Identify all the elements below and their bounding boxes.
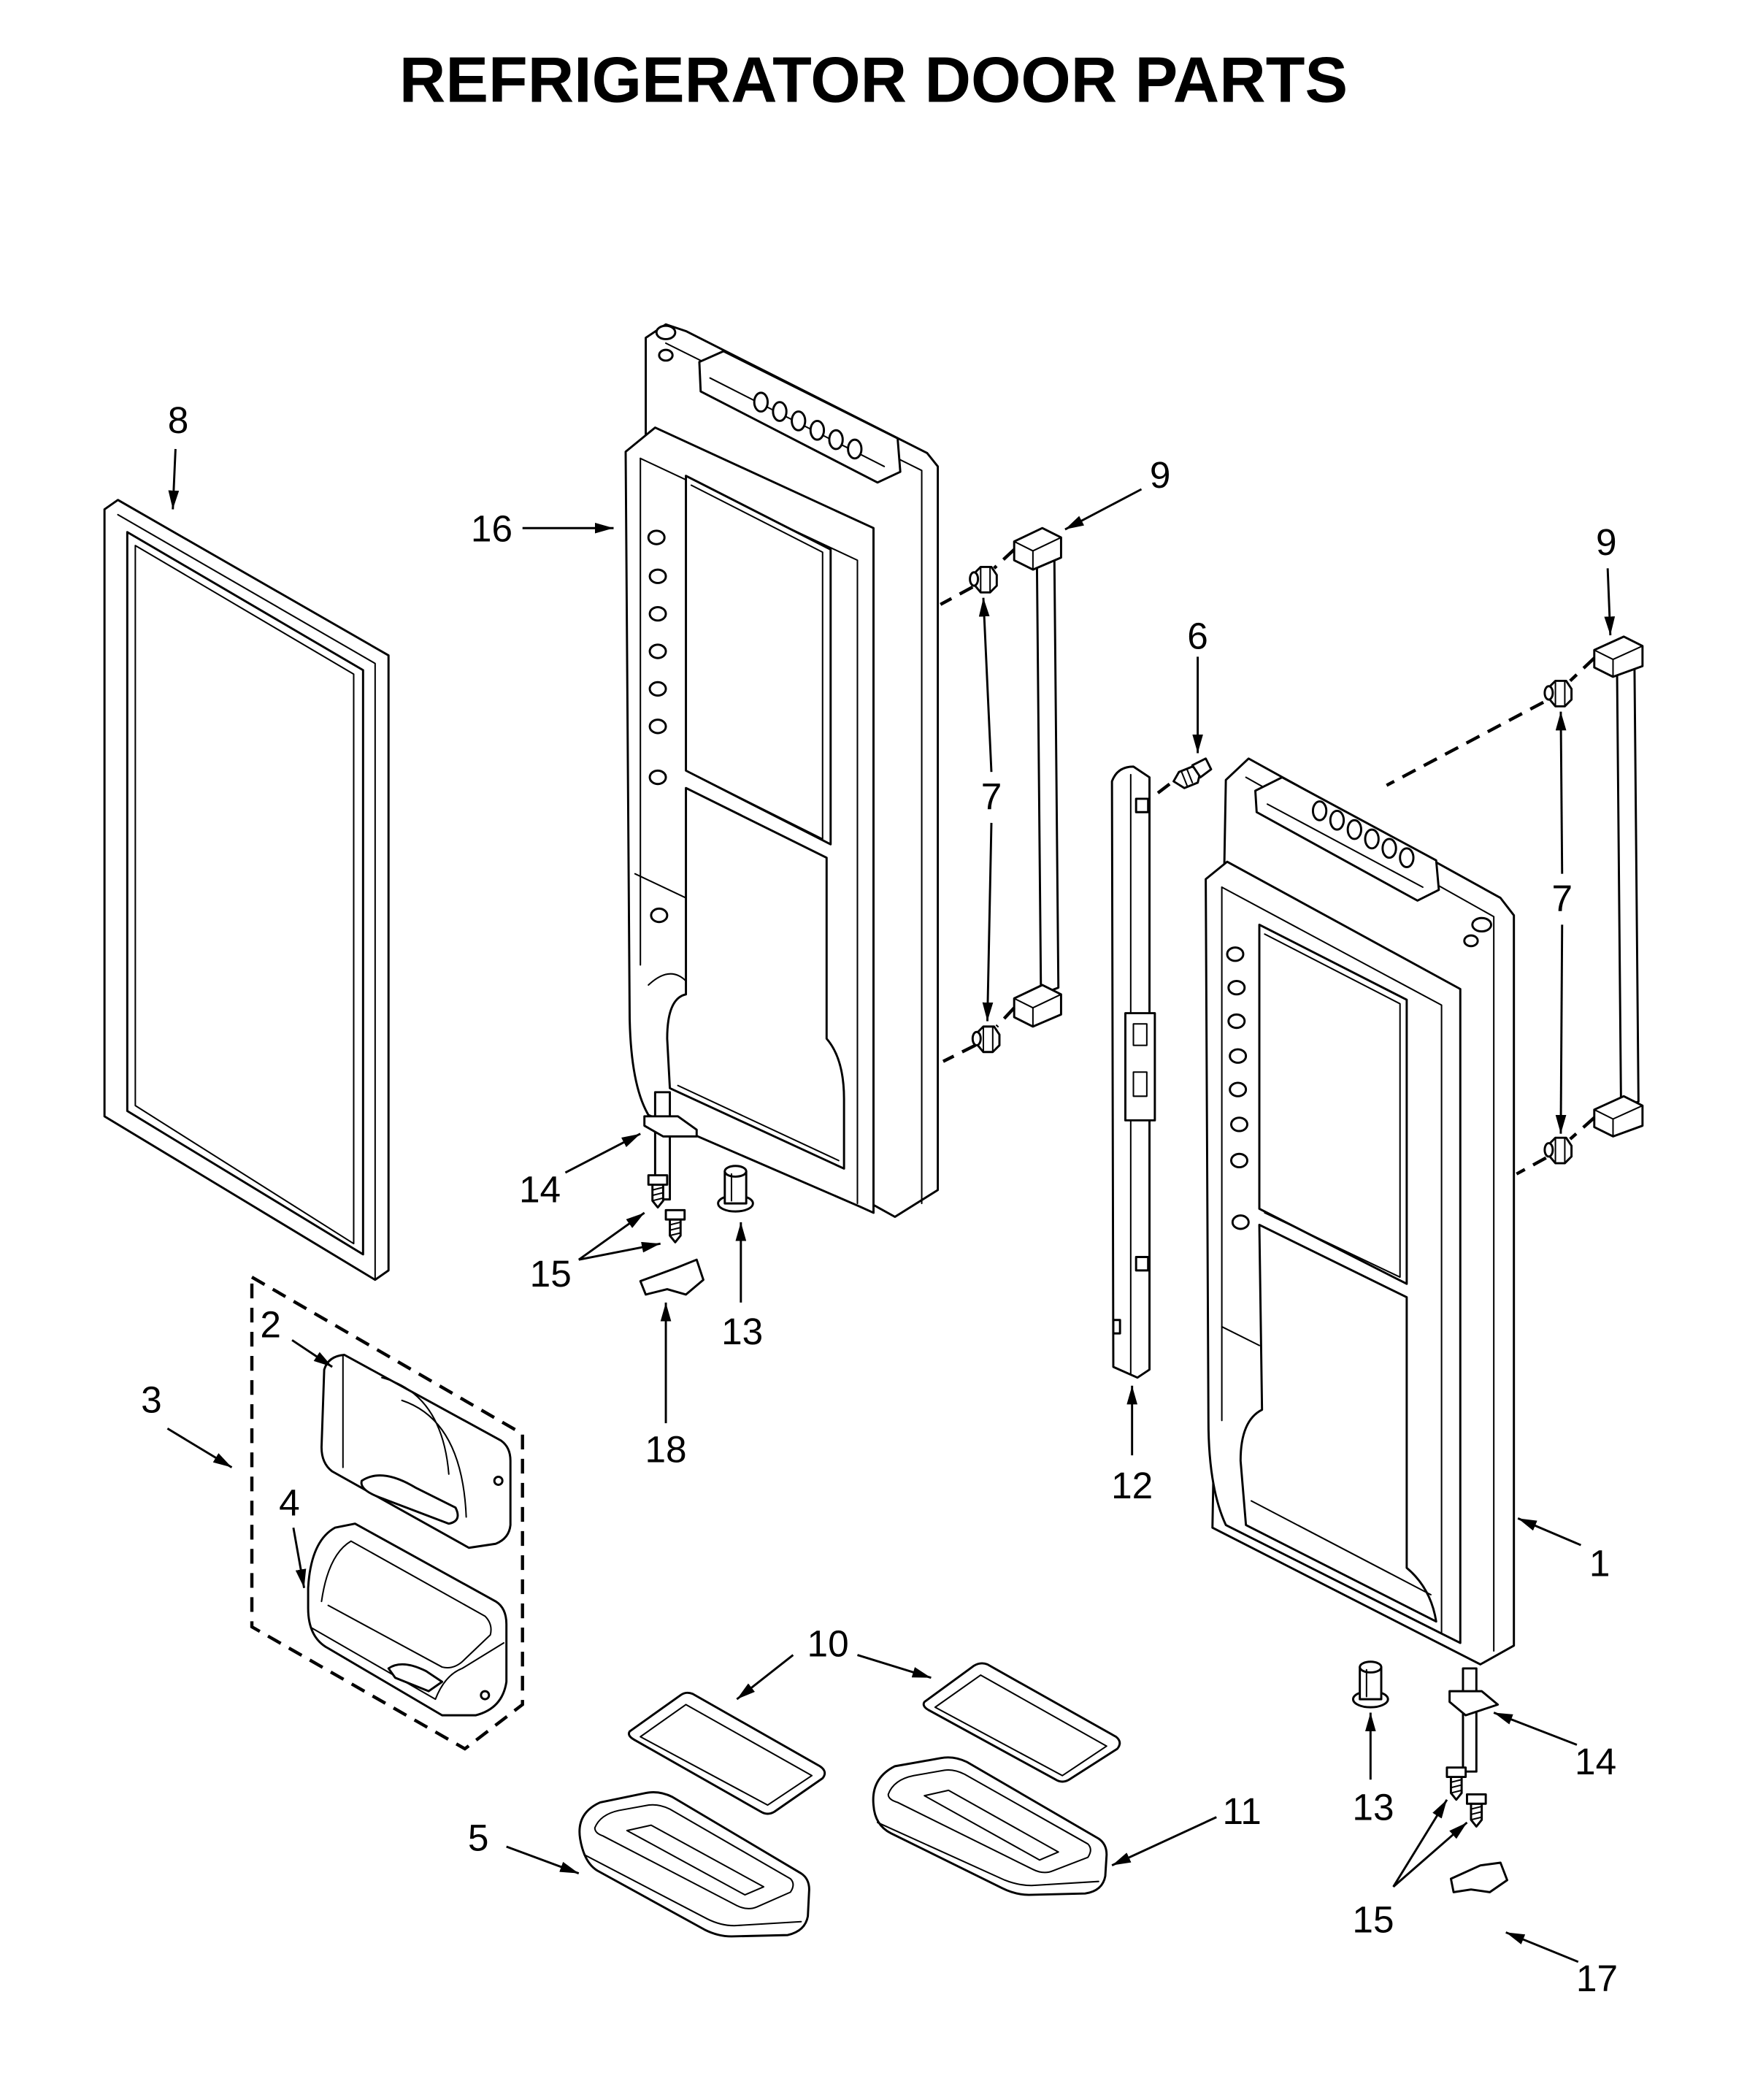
callout-7: 7 <box>981 775 1002 818</box>
leader-arrow <box>1505 1931 1579 1963</box>
callout-6: 6 <box>1187 614 1208 656</box>
alignment-line <box>1569 656 1596 683</box>
handle-mounting-stud <box>1543 679 1573 708</box>
callout-14: 14 <box>1575 1740 1616 1782</box>
alignment-line <box>1569 1116 1596 1141</box>
leader-arrow <box>564 1133 641 1174</box>
door-bin-lid <box>628 1691 826 1815</box>
hinge-screw <box>1445 1766 1467 1801</box>
hinge-cover <box>639 1258 704 1296</box>
callout-4: 4 <box>279 1482 300 1524</box>
left-door-handle <box>1013 526 1062 1028</box>
callout-10: 10 <box>807 1622 849 1664</box>
right-door-handle <box>1593 635 1644 1138</box>
handle-mounting-stud <box>1543 1136 1573 1165</box>
leader-arrow <box>1604 568 1616 636</box>
left-door <box>624 323 940 1218</box>
callout-9: 9 <box>1596 521 1617 563</box>
leader-arrow <box>578 1241 661 1261</box>
leader-arrow <box>1392 1798 1448 1888</box>
callout-17: 17 <box>1576 1957 1618 1999</box>
callout-11: 11 <box>1222 1790 1261 1832</box>
door-bin-small <box>578 1791 810 1938</box>
alignment-line <box>995 1006 1015 1028</box>
callout-5: 5 <box>468 1816 489 1858</box>
mullion-screw <box>1151 757 1213 799</box>
hinge-bracket <box>643 1091 698 1201</box>
leader-arrow <box>577 1211 645 1261</box>
hinge-screw <box>664 1208 686 1243</box>
leader-arrow <box>506 1845 580 1875</box>
callout-18: 18 <box>645 1428 686 1470</box>
callout-15: 15 <box>530 1252 572 1295</box>
callout-3: 3 <box>141 1378 162 1420</box>
leader-arrow <box>1392 1821 1468 1888</box>
alignment-line <box>940 586 974 606</box>
hinge-cover <box>1449 1861 1508 1893</box>
callout-13: 13 <box>721 1310 763 1352</box>
door-bin <box>307 1522 508 1717</box>
leader-arrow <box>166 1428 233 1468</box>
leader-arrow <box>168 448 180 510</box>
right-door <box>1205 757 1516 1666</box>
leader-arrow <box>736 1654 794 1701</box>
leader-arrow <box>1493 1712 1578 1746</box>
callout-2: 2 <box>260 1303 281 1346</box>
center-mullion <box>1110 765 1156 1379</box>
leader-arrow <box>291 1339 333 1368</box>
callout-13: 13 <box>1352 1785 1394 1828</box>
callout-7: 7 <box>1551 877 1573 919</box>
hinge-bracket <box>1448 1667 1500 1773</box>
callout-16: 16 <box>471 507 512 550</box>
leader-arrow <box>1064 488 1143 531</box>
callout-14: 14 <box>519 1168 561 1210</box>
callout-12: 12 <box>1111 1464 1153 1506</box>
door-bin-large <box>872 1756 1108 1896</box>
alignment-line <box>1386 700 1545 787</box>
leader-arrow <box>292 1527 307 1589</box>
alignment-line <box>1516 1156 1547 1176</box>
leader-arrow <box>978 597 993 773</box>
leader-arrow <box>1555 924 1567 1134</box>
leader-arrow <box>982 822 994 1022</box>
callout-15: 15 <box>1352 1898 1394 1940</box>
leader-arrow <box>1111 1816 1217 1867</box>
leader-arrow <box>857 1654 932 1679</box>
leader-arrow <box>1555 711 1567 874</box>
hinge-screw <box>1465 1793 1487 1828</box>
page-title: REFRIGERATOR DOOR PARTS <box>399 44 1348 116</box>
hinge-bushing <box>1352 1660 1389 1709</box>
alignment-line <box>942 1043 976 1063</box>
handle-mounting-stud <box>971 1025 1001 1054</box>
alignment-line <box>993 548 1015 570</box>
handle-mounting-stud <box>969 565 998 594</box>
door-gasket <box>103 499 390 1281</box>
callout-9: 9 <box>1150 453 1171 496</box>
door-bin-lid <box>922 1662 1121 1783</box>
callout-8: 8 <box>168 399 189 441</box>
hinge-bushing <box>717 1165 754 1213</box>
bin-cover <box>320 1354 512 1549</box>
leader-arrow <box>1517 1517 1582 1547</box>
callout-1: 1 <box>1589 1541 1610 1584</box>
